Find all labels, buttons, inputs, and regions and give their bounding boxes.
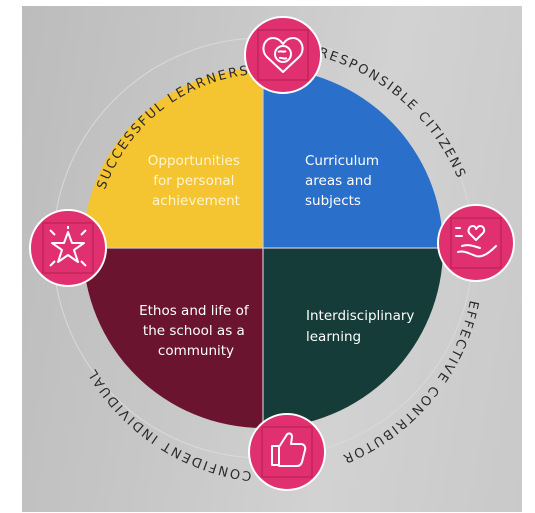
thumbs-up-icon — [271, 432, 307, 467]
star-icon — [49, 226, 87, 267]
quadrant-bottom-left-text: Ethos and life of the school as a commun… — [139, 303, 253, 359]
quadrant-top-right-text: Curriculum areas and subjects — [305, 153, 383, 209]
quadrant-top-left-text: Opportunities for personal achievement — [148, 153, 244, 209]
quadrant-bottom-right-text: Interdisciplinary learning — [306, 308, 419, 345]
badge-bottom — [248, 413, 326, 491]
hand-heart-icon — [455, 225, 497, 258]
globe-heart-icon — [262, 37, 304, 73]
badge-right — [437, 204, 515, 282]
badge-top — [244, 16, 322, 94]
badge-left — [29, 209, 107, 287]
